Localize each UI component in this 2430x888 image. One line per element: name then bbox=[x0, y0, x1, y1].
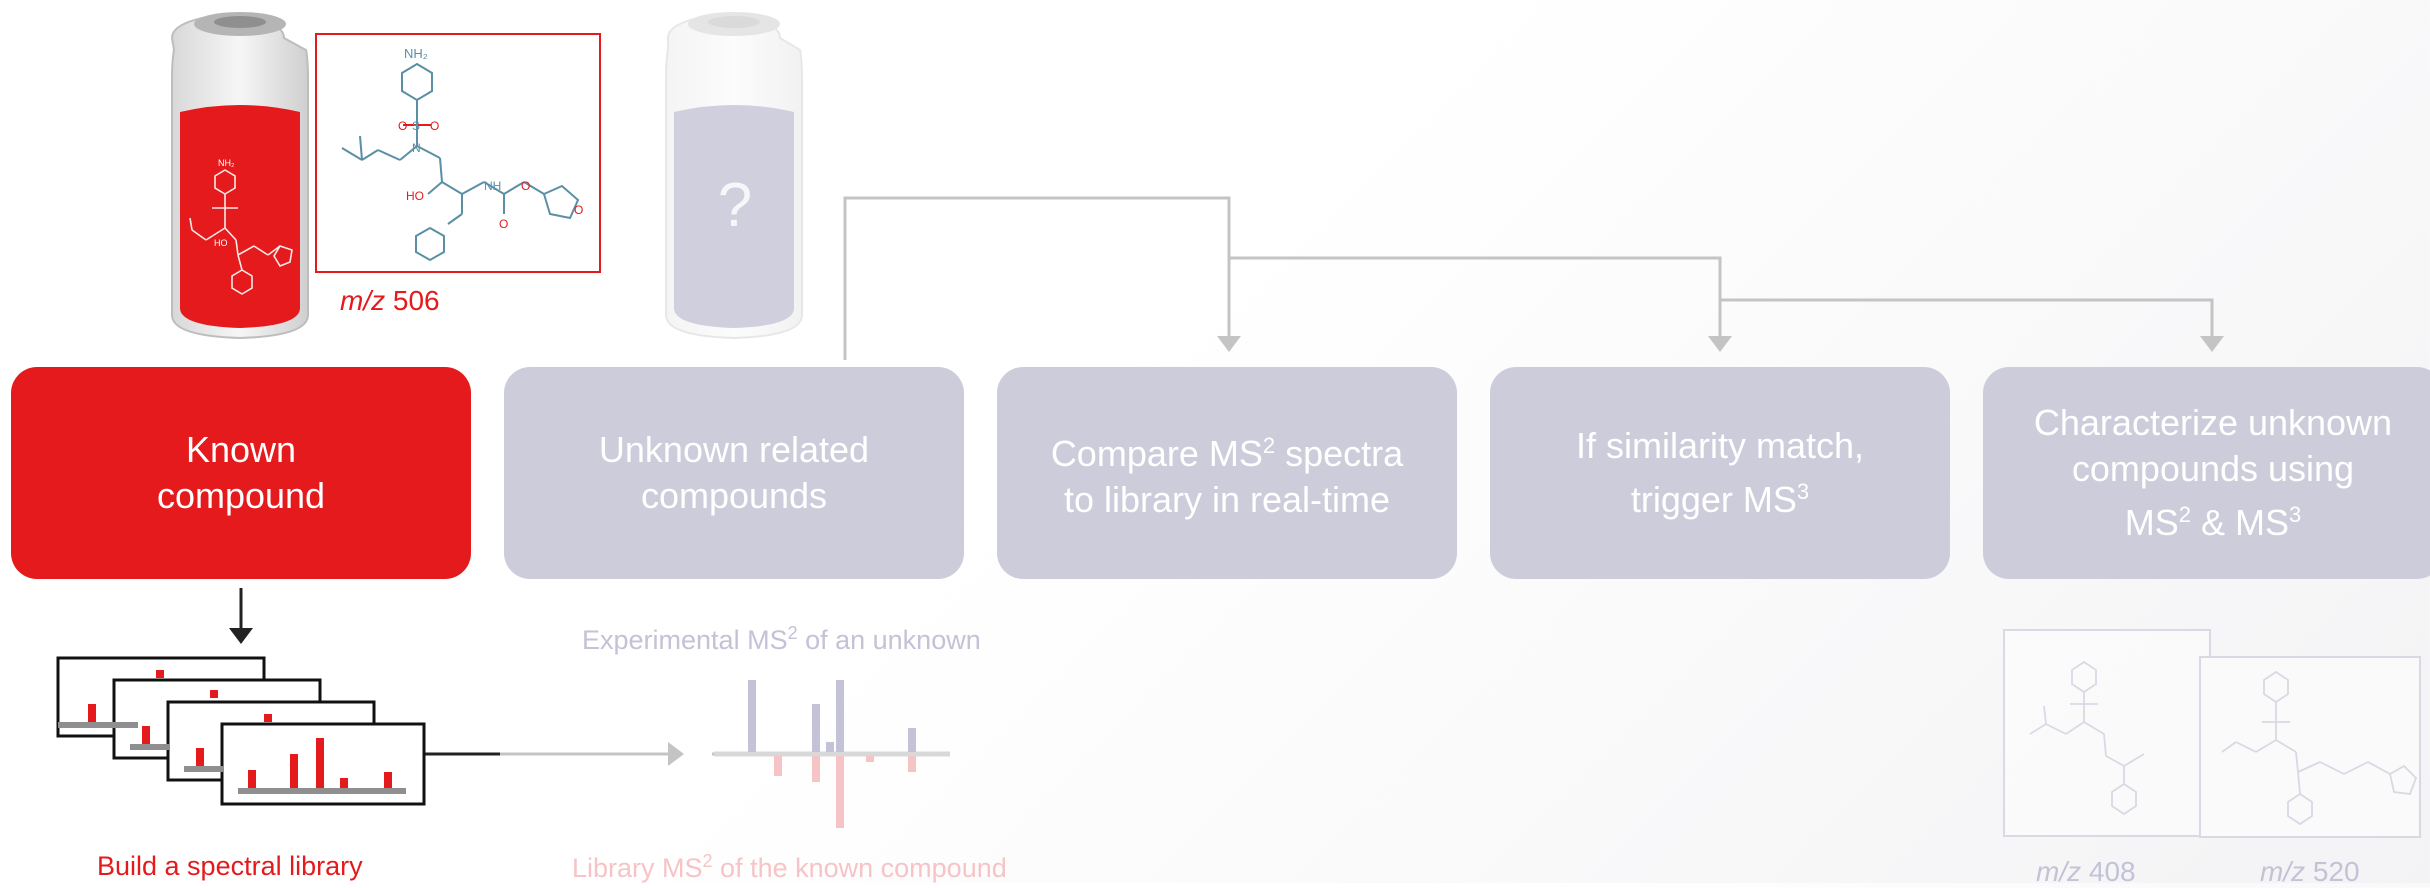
step-similarity-sup: 3 bbox=[1796, 479, 1810, 504]
result-mz-408: m/z 408 bbox=[2036, 856, 2136, 888]
svg-text:S: S bbox=[412, 119, 420, 133]
unknown-vial-question-mark: ? bbox=[717, 171, 753, 240]
experimental-label-a: Experimental MS bbox=[582, 625, 788, 655]
step-characterize-sup2: 3 bbox=[2289, 502, 2302, 527]
known-mz-prefix: m/z bbox=[340, 285, 386, 316]
step-unknown-related-text: Unknown related compounds bbox=[598, 429, 870, 516]
svg-text:NH₂: NH₂ bbox=[218, 158, 235, 168]
step-characterize-line1: Characterize unknown bbox=[2033, 402, 2393, 443]
result-408-value: 408 bbox=[2088, 856, 2136, 887]
step-compare-spectra: Compare MS2 spectra to library in real-t… bbox=[997, 367, 1457, 579]
svg-text:O: O bbox=[574, 203, 583, 217]
svg-text:O: O bbox=[398, 119, 407, 133]
step-similarity-text: If similarity match, trigger MS bbox=[1575, 425, 1865, 520]
experimental-label-b: of an unknown bbox=[797, 625, 981, 655]
library-spectrum-label: Library MS2 of the known compound bbox=[572, 851, 1007, 884]
step-characterize-unknown: Characterize unknown compounds using MS2… bbox=[1983, 367, 2430, 579]
step-characterize-ms: MS bbox=[2124, 502, 2179, 543]
step-characterize-line2: compounds using bbox=[2071, 448, 2355, 489]
library-label-sup: 2 bbox=[702, 851, 713, 871]
step-compare-text-a: Compare MS bbox=[1050, 433, 1263, 474]
spectral-library-label: Build a spectral library bbox=[97, 851, 363, 881]
result-520-prefix: m/z bbox=[2260, 856, 2306, 887]
svg-text:HO: HO bbox=[214, 238, 228, 248]
svg-text:HO: HO bbox=[406, 189, 424, 203]
library-label-b: of the known compound bbox=[712, 853, 1007, 883]
svg-text:N: N bbox=[412, 141, 421, 155]
step-similarity-trigger: If similarity match, trigger MS3 bbox=[1490, 367, 1950, 579]
step-known-compound-text: Known compound bbox=[156, 429, 326, 516]
experimental-spectrum-label: Experimental MS2 of an unknown bbox=[582, 623, 981, 656]
svg-text:O: O bbox=[499, 217, 508, 231]
experimental-label-sup: 2 bbox=[787, 623, 798, 643]
known-structure-nh2: NH₂ bbox=[404, 46, 428, 61]
step-compare-text-b: spectra to library in real-time bbox=[1063, 433, 1404, 520]
step-known-compound: Known compound bbox=[11, 367, 471, 579]
step-characterize-sup1: 2 bbox=[2178, 502, 2191, 527]
svg-text:NH: NH bbox=[484, 179, 501, 193]
step-compare-sup: 2 bbox=[1262, 433, 1276, 458]
result-520-value: 520 bbox=[2312, 856, 2360, 887]
step-characterize-ms3: & MS bbox=[2190, 502, 2289, 543]
step-unknown-related: Unknown related compounds bbox=[504, 367, 964, 579]
svg-text:O: O bbox=[521, 179, 530, 193]
result-408-prefix: m/z bbox=[2036, 856, 2082, 887]
result-mz-520: m/z 520 bbox=[2260, 856, 2360, 888]
known-mz-label: m/z 506 bbox=[340, 285, 440, 317]
svg-text:O: O bbox=[430, 119, 439, 133]
library-label-a: Library MS bbox=[572, 853, 703, 883]
known-mz-value: 506 bbox=[392, 285, 440, 316]
